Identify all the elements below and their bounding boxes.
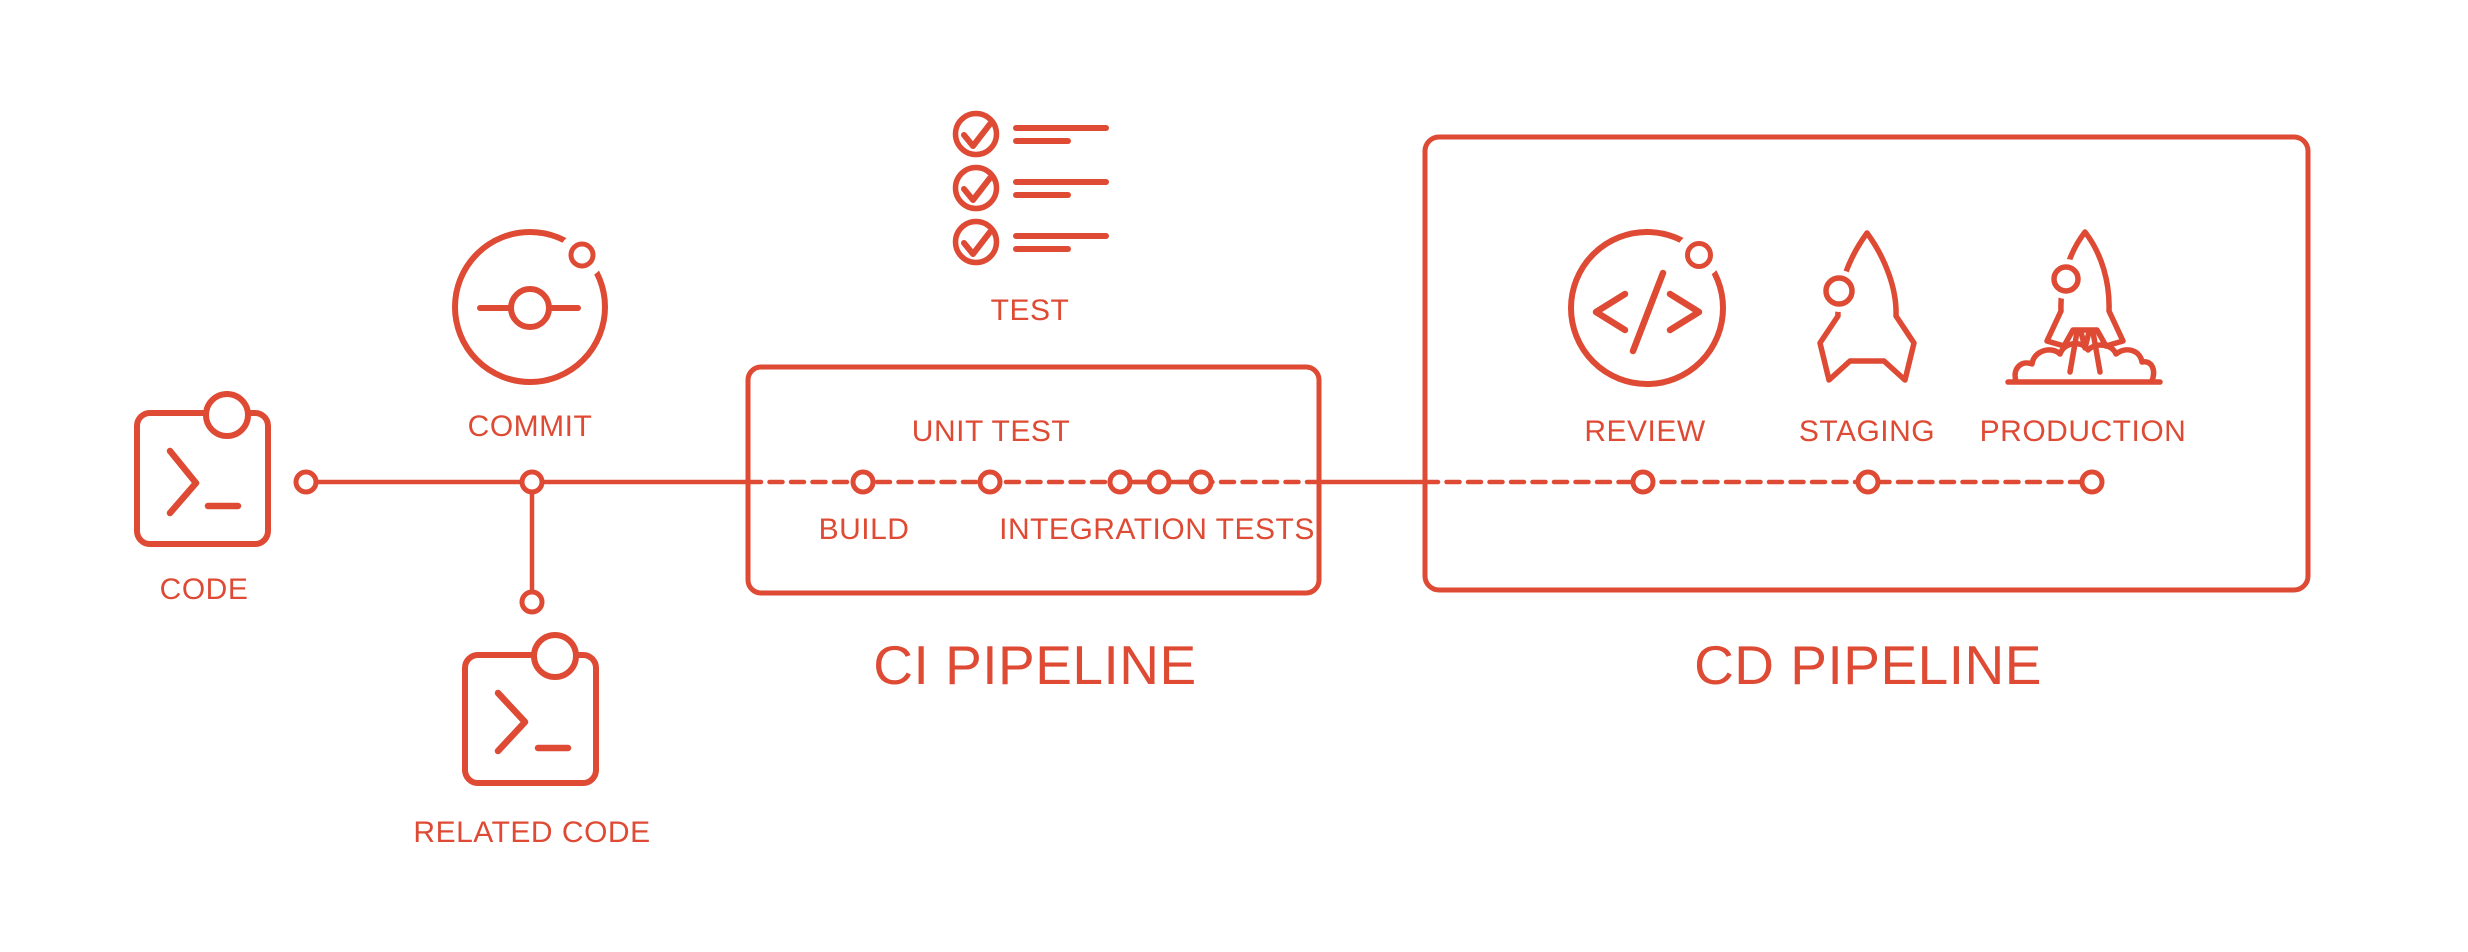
integration-node-1	[1107, 469, 1133, 495]
commit-node	[519, 469, 545, 495]
code-node	[293, 469, 319, 495]
pin-circle	[203, 391, 251, 439]
production-label: PRODUCTION	[1980, 415, 2187, 448]
test-label: TEST	[991, 294, 1070, 327]
orbit-satellite-circle	[568, 241, 596, 269]
pipeline-nodes	[293, 469, 2105, 615]
rocket-window	[2051, 264, 2081, 294]
unit-test-label: UNIT TEST	[912, 415, 1070, 448]
staging-label: STAGING	[1799, 415, 1935, 448]
smoke-cloud	[2012, 340, 2157, 384]
orbit-satellite-circle	[1685, 241, 1713, 269]
cd-pipeline-box	[1422, 134, 2311, 593]
pipeline-titles: CI PIPELINE CD PIPELINE	[873, 634, 2042, 696]
commit-dot	[508, 286, 552, 330]
exhaust-flame	[2067, 329, 2103, 375]
check-circle	[952, 164, 1000, 212]
unit-test-node	[977, 469, 1003, 495]
check-circle	[952, 218, 1000, 266]
check-mark	[961, 175, 993, 203]
open-angle-bracket	[1592, 290, 1629, 334]
prompt-chevron	[494, 689, 529, 755]
rocket-staging-icon	[1817, 230, 1917, 383]
rocket-window	[1823, 275, 1855, 307]
build-label: BUILD	[819, 513, 910, 546]
related-code-node	[519, 589, 545, 615]
slash	[1629, 269, 1667, 355]
check-circle	[952, 110, 1000, 158]
rocket-launch-production-icon	[2005, 229, 2163, 385]
cd-pipeline-title: CD PIPELINE	[1694, 634, 2042, 696]
code-review-icon	[1568, 229, 1726, 387]
production-node	[2079, 469, 2105, 495]
build-node	[850, 469, 876, 495]
check-mark	[961, 229, 993, 257]
staging-node	[1855, 469, 1881, 495]
ci-pipeline-box	[745, 364, 1322, 596]
commit-label: COMMIT	[468, 410, 593, 443]
ci-pipeline-title: CI PIPELINE	[873, 634, 1196, 696]
test-checklist-icon	[952, 110, 1109, 266]
review-node	[1630, 469, 1656, 495]
prompt-chevron	[166, 447, 200, 517]
pin-circle	[531, 632, 579, 680]
commit-orbit-icon	[452, 229, 608, 385]
integration-node-3	[1188, 469, 1214, 495]
check-mark	[961, 121, 993, 149]
review-label: REVIEW	[1584, 415, 1706, 448]
stage-labels: CODE COMMIT RELATED CODE TEST UNIT TEST …	[160, 294, 2187, 849]
rocket-body	[1817, 230, 1917, 383]
close-angle-bracket	[1666, 290, 1703, 334]
code-label: CODE	[160, 573, 249, 606]
integration-tests-label: INTEGRATION TESTS	[999, 513, 1315, 546]
terminal-code-icon	[134, 391, 271, 547]
integration-node-2	[1146, 469, 1172, 495]
terminal-related-code-icon	[462, 632, 599, 786]
related-code-label: RELATED CODE	[413, 816, 650, 849]
